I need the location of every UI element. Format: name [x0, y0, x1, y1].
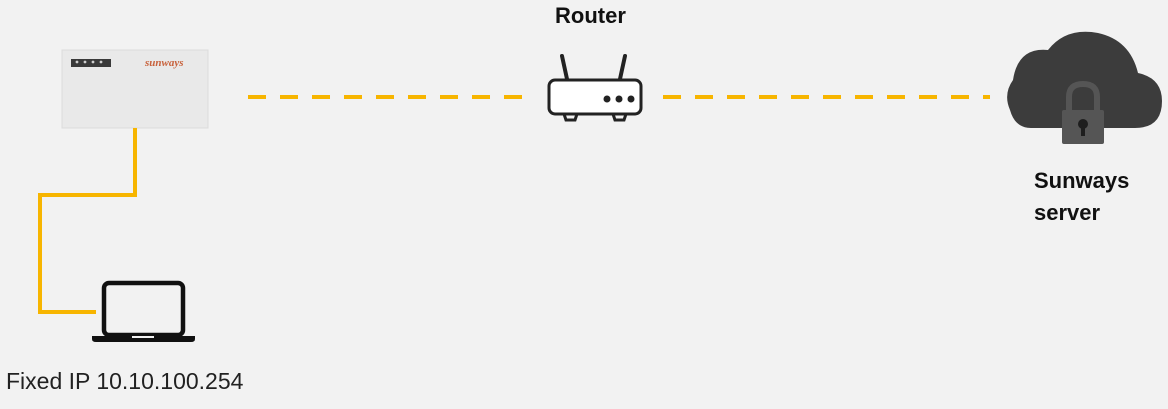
- router-label: Router: [555, 3, 626, 28]
- server-label: Sunways server: [1034, 165, 1129, 229]
- router-icon: [547, 54, 643, 122]
- led-panel: [71, 59, 111, 67]
- server-label-line1: Sunways: [1034, 168, 1130, 193]
- laptop-ip-label: Fixed IP 10.10.100.254: [6, 368, 244, 394]
- server-label-line2: server: [1034, 200, 1101, 225]
- laptop-icon: [92, 280, 195, 342]
- inverter-device-icon: sunways: [61, 49, 209, 129]
- cloud-lock-icon: [1007, 31, 1162, 144]
- inverter-brand-label: sunways: [144, 57, 184, 69]
- wired-connection-line: [38, 128, 137, 314]
